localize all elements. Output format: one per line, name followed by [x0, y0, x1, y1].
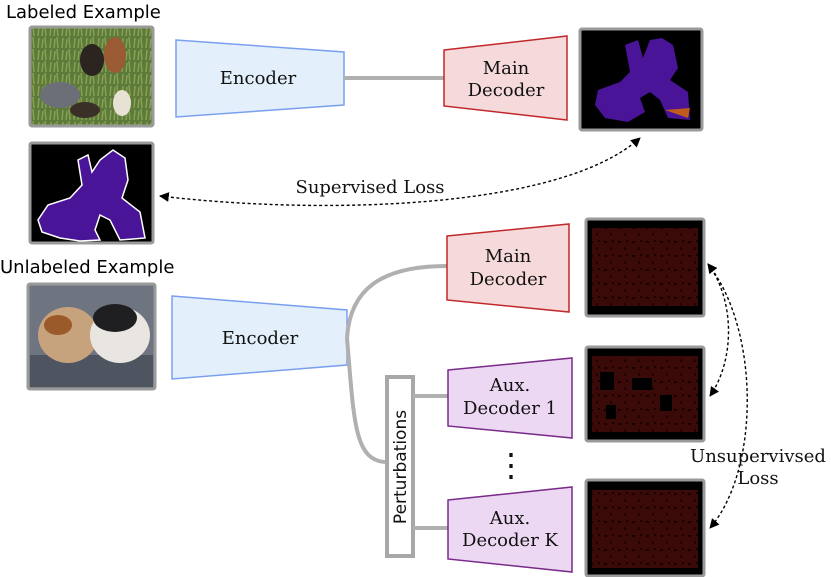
labeled-decoder-line1: Main [483, 58, 530, 79]
connector-to-perturbations [345, 337, 386, 464]
unlabeled-main-decoder-line1: Main [485, 246, 532, 267]
aux-decoder-k-prediction [584, 478, 706, 577]
aux-decoder-k-line1: Aux. [489, 508, 530, 529]
supervised-loss-label: Supervised Loss [295, 177, 444, 198]
labeled-encoder-label: Encoder [220, 68, 297, 89]
labeled-image [28, 25, 155, 128]
labeled-example-title: Labeled Example [6, 2, 161, 23]
labeled-prediction-mask [578, 27, 704, 132]
labeled-main-decoder: Main Decoder [443, 35, 568, 121]
aux-decoder-k-line2: Decoder K [462, 530, 559, 551]
supervised-loss-arrow [159, 137, 641, 207]
labeled-decoder-line2: Decoder [468, 80, 545, 101]
unlabeled-encoder-label: Encoder [222, 328, 299, 349]
aux-decoder-1: Aux. Decoder 1 [447, 357, 573, 439]
perturbations-box: Perturbations [385, 375, 415, 558]
aux-decoder-1-prediction [584, 345, 706, 443]
unlabeled-main-decoder-line2: Decoder [470, 269, 547, 290]
perturbations-label: Perturbations [391, 410, 411, 524]
labeled-encoder: Encoder [175, 39, 345, 118]
ground-truth-mask [28, 141, 155, 245]
unlabeled-main-decoder: Main Decoder [446, 223, 570, 313]
aux-decoder-k: Aux. Decoder K [447, 486, 573, 573]
unsupervised-loss-arrow-k [707, 263, 748, 529]
unsupervised-loss-line2: Loss [737, 468, 778, 489]
decoder-ellipsis: ⋮ [495, 446, 527, 484]
aux-decoder-1-line1: Aux. [489, 375, 530, 396]
aux-decoder-1-line2: Decoder 1 [463, 398, 557, 419]
unsupervised-loss-line1: Unsupervivsed [690, 446, 826, 467]
connector-to-main-decoder [345, 264, 448, 339]
unlabeled-image [26, 282, 157, 391]
unlabeled-encoder: Encoder [171, 295, 348, 380]
unlabeled-example-title: Unlabeled Example [0, 257, 174, 278]
main-decoder-prediction [584, 217, 706, 318]
unsupervised-loss-arrow-1 [707, 263, 730, 397]
